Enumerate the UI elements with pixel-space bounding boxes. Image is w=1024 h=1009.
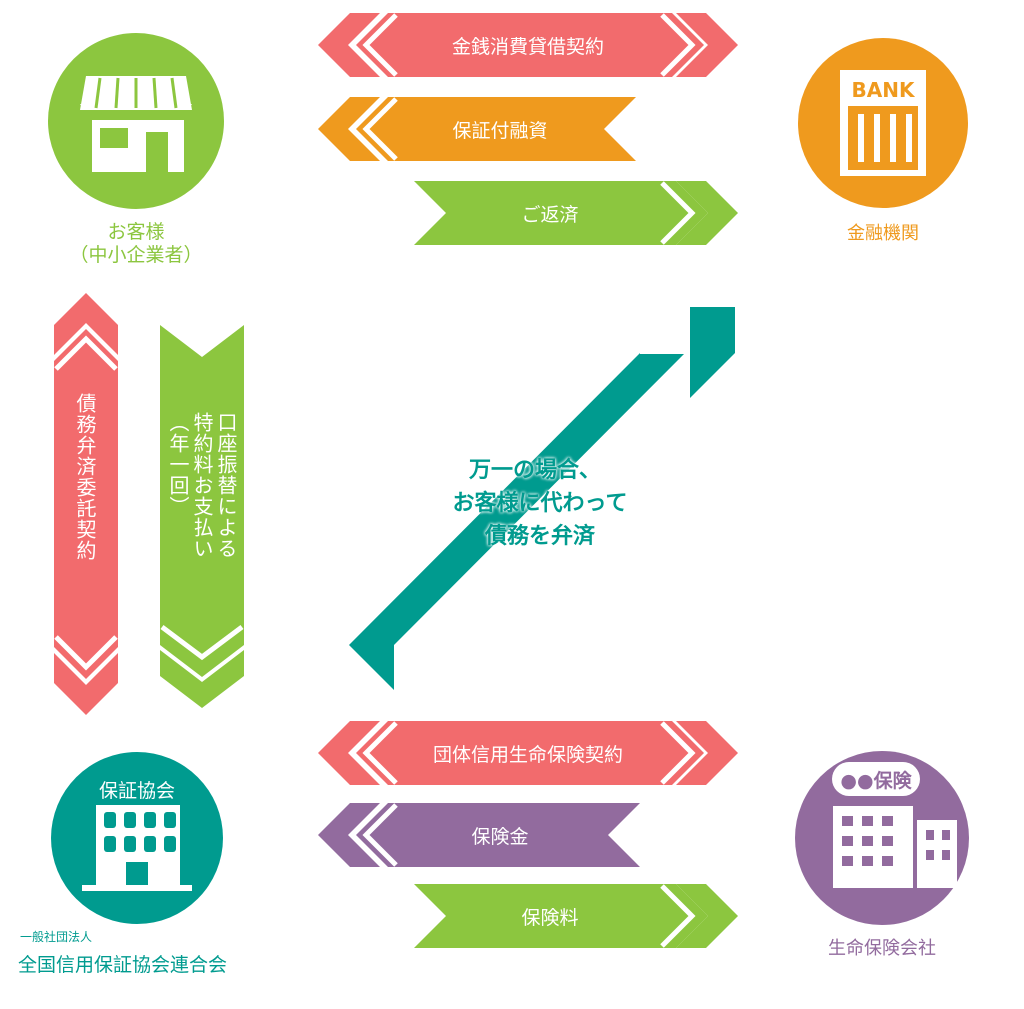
loan-label: 保証付融資 [452,120,548,142]
fee-payment-label-line1: 口座振替による [214,412,238,559]
customer-circle [48,33,224,209]
contract-arrow-top [318,13,738,77]
insurance-payout-arrow [318,803,640,867]
insurance-building-icon [832,762,957,888]
customer-sub: （中小企業者） [69,244,203,266]
debt-repayment-contract-label: 債務弁済委託契約 [73,393,97,561]
bank-icon [840,70,926,176]
fee-payment-label-line2: 特約料お支払い [190,412,214,559]
subrogation-arrow [349,306,735,690]
office-building-icon [82,773,192,891]
group-insurance-label: 団体信用生命保険契約 [432,744,623,766]
premium-arrow [414,884,738,948]
bank-sign: BANK [851,78,915,102]
subrogation-text-line3: 債務を弁済 [484,524,595,549]
association-name: 全国信用保証協会連合会 [18,954,228,976]
fee-payment-label-line3: （年一回） [166,412,190,517]
association-org-type: 一般社団法人 [20,930,93,944]
insurance-payout-label: 保険金 [471,826,529,848]
subrogation-text-line2: お客様に代わって [452,491,628,516]
loan-arrow [318,97,636,161]
store-icon [80,76,192,172]
association-circle [51,752,223,924]
repayment-label: ご返済 [521,204,579,226]
fee-payment-arrow [160,325,244,708]
bank-circle [798,38,968,208]
insurer-name: 生命保険会社 [828,938,936,959]
repayment-arrow [414,181,738,245]
customer-name: お客様 [107,221,165,243]
contract-label: 金銭消費貸借契約 [451,36,604,58]
subrogation-text-line1: 万一の場合、 [468,458,601,483]
insurer-sign: ●●保険 [840,770,912,792]
group-insurance-arrow [318,721,738,785]
premium-label: 保険料 [521,907,579,929]
insurer-circle [795,751,969,925]
association-sign: 保証協会 [98,780,175,802]
debt-repayment-contract-arrow [54,293,118,715]
bank-name: 金融機関 [847,223,919,244]
